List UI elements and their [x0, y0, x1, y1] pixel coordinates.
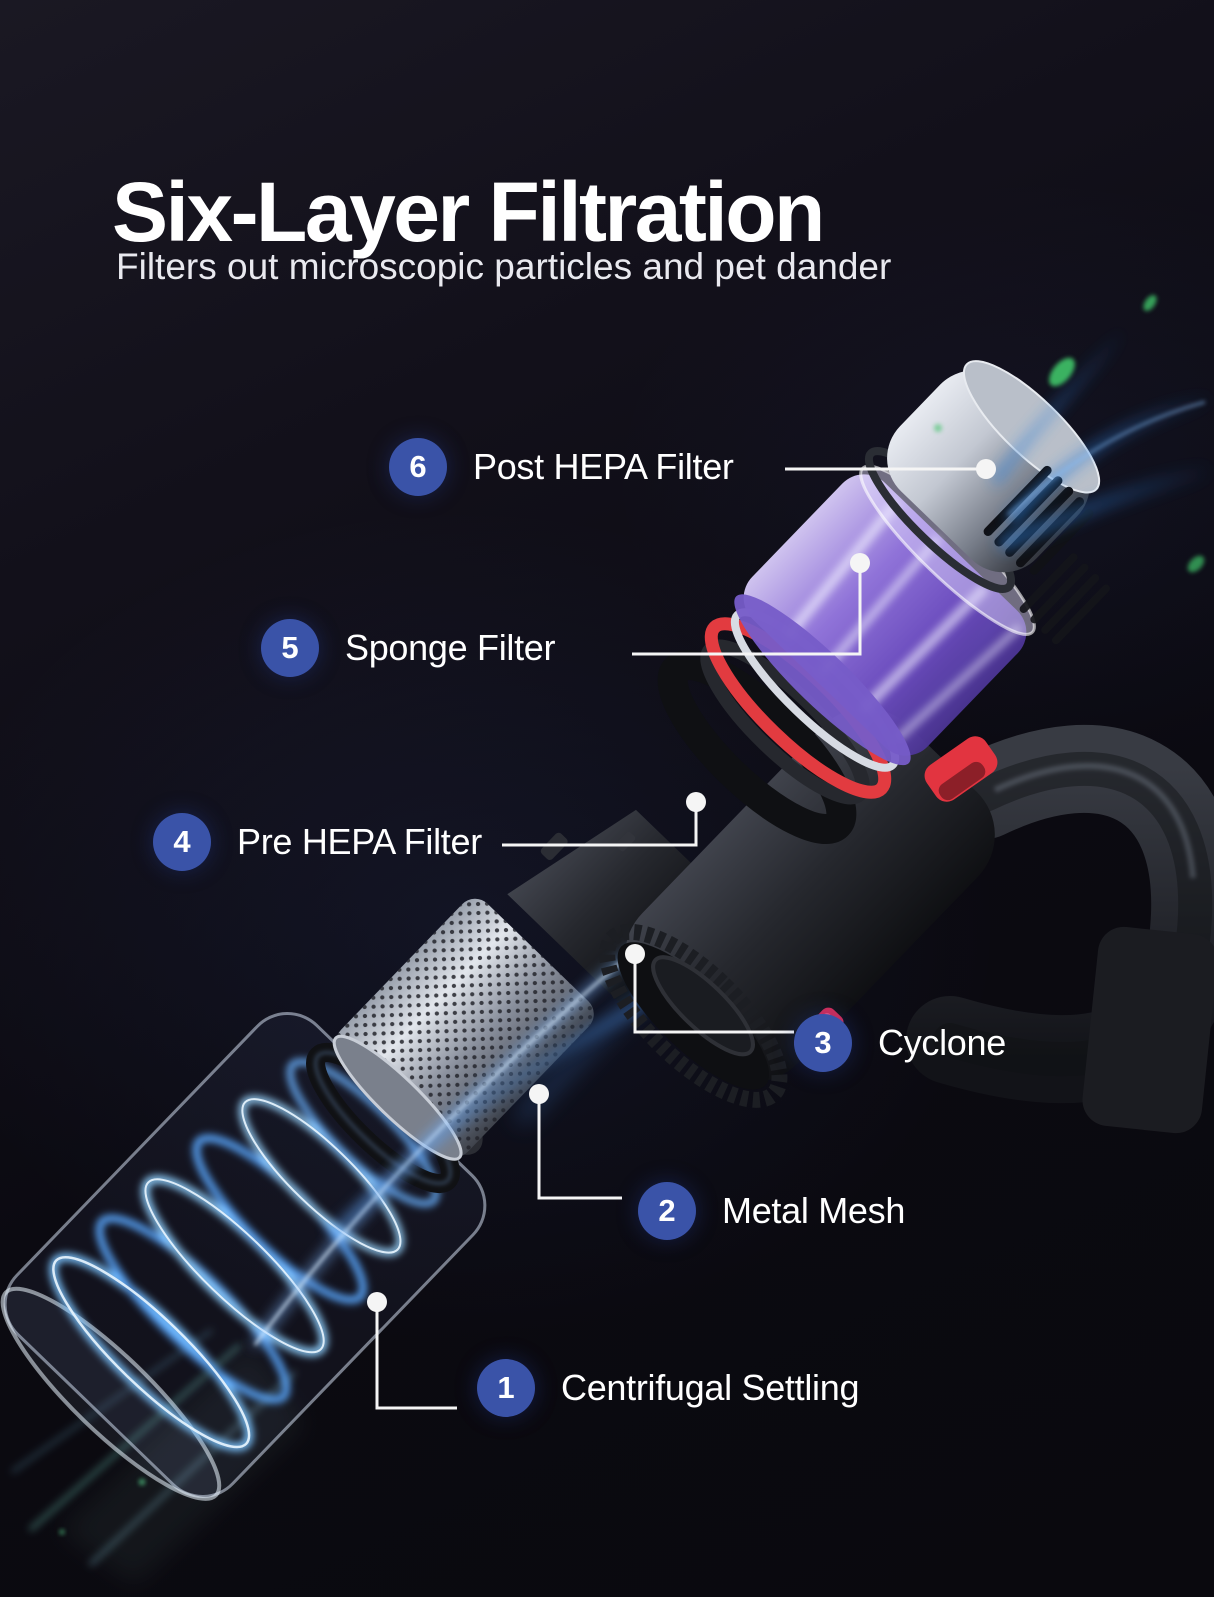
- battery: [1082, 926, 1214, 1134]
- callout-4-badge: 4: [153, 813, 211, 871]
- page-subtitle: Filters out microscopic particles and pe…: [116, 246, 892, 287]
- callout-line-1: [375, 1309, 457, 1410]
- handle: [906, 724, 1214, 1134]
- callout-2-badge: 2: [638, 1182, 696, 1240]
- callout-6-label: Post HEPA Filter: [473, 446, 734, 487]
- callout-1-badge: 1: [477, 1359, 535, 1417]
- callout-dot-1: [367, 1292, 387, 1312]
- callout-line-4: [502, 809, 698, 847]
- callout-line-3: [633, 961, 794, 1034]
- callout-5-badge: 5: [261, 619, 319, 677]
- callout-sponge-filter: 5 Sponge Filter: [261, 619, 556, 677]
- callout-3-label: Cyclone: [878, 1022, 1006, 1063]
- callout-2-label: Metal Mesh: [722, 1190, 906, 1231]
- callout-dot-2: [529, 1084, 549, 1104]
- vent-slats-2: [1019, 553, 1110, 645]
- callout-cyclone: 3 Cyclone: [794, 1014, 1006, 1072]
- callout-line-5: [632, 570, 862, 656]
- callout-6-badge: 6: [389, 438, 447, 496]
- callout-1-label: Centrifugal Settling: [561, 1367, 860, 1408]
- callout-pre-hepa-filter: 4 Pre HEPA Filter: [153, 813, 482, 871]
- callout-post-hepa-filter: 6 Post HEPA Filter: [389, 438, 734, 496]
- callout-metal-mesh: 2 Metal Mesh: [638, 1182, 905, 1240]
- green-particles: [934, 295, 1205, 573]
- callout-4-label: Pre HEPA Filter: [237, 821, 482, 862]
- callout-dot-5: [850, 553, 870, 573]
- callout-5-label: Sponge Filter: [345, 627, 556, 668]
- callout-dot-4: [686, 792, 706, 812]
- exhaust-airflow: [991, 327, 1214, 552]
- sponge-filter: [734, 464, 1036, 766]
- callout-3-badge: 3: [794, 1014, 852, 1072]
- metal-mesh-filter: [332, 898, 594, 1161]
- callout-centrifugal-settling: 1 Centrifugal Settling: [477, 1359, 859, 1417]
- callout-line-2: [537, 1101, 622, 1200]
- callout-dot-6: [976, 459, 996, 479]
- callout-dot-3: [625, 944, 645, 964]
- trigger: [924, 736, 998, 802]
- seal-rings: [657, 608, 900, 844]
- page-title: Six-Layer Filtration: [112, 165, 825, 260]
